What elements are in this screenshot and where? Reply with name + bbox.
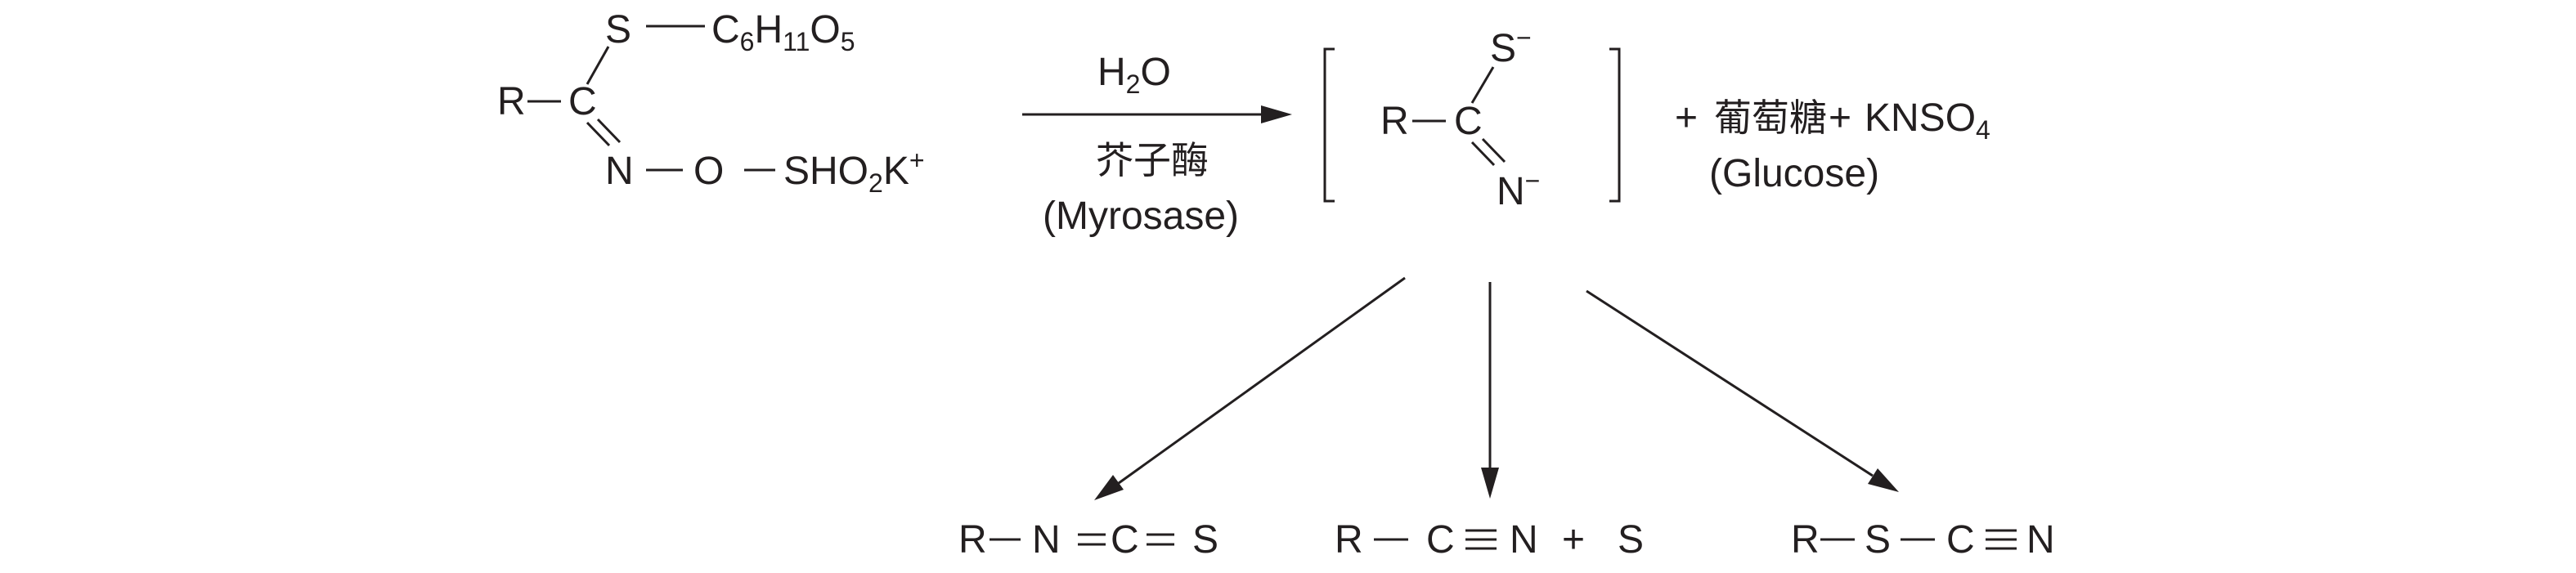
reactant-sugar-formula: C6H11O5 <box>711 8 855 56</box>
intermediate-c-n-double-bond-a <box>1470 141 1496 167</box>
thiocyanate-r: R <box>1791 518 1820 562</box>
reactant-o-label: O <box>693 150 724 193</box>
byproduct-plus-2: + <box>1829 96 1851 140</box>
thiocyanate-c: C <box>1946 518 1975 562</box>
isothiocyanate-r: R <box>958 518 987 562</box>
nitrile-c: C <box>1426 518 1455 562</box>
branch-arrow-middle-head <box>1481 468 1499 499</box>
thiocyanate-s: S <box>1865 518 1891 562</box>
intermediate-n-label: N− <box>1497 166 1540 213</box>
branch-arrow-left-shaft <box>1118 276 1406 485</box>
reactant-sulfate-formula: SHO2K+ <box>783 145 925 198</box>
intermediate-c-label: C <box>1454 100 1483 143</box>
branch-arrows <box>1094 276 1899 500</box>
right-bracket <box>1609 47 1621 203</box>
nitrile-plus: + <box>1562 518 1585 562</box>
reactant-c-s-bond <box>586 46 610 85</box>
glucose-english-name: (Glucose) <box>1709 152 1879 195</box>
nitrile-n: N <box>1510 518 1538 562</box>
nitrile-sulfur: S <box>1618 518 1644 562</box>
intermediate-r-label: R <box>1380 100 1409 143</box>
nitrile-r: R <box>1335 518 1363 562</box>
reactant-r-label: R <box>497 80 526 123</box>
product-nitrile: R C N + S <box>1335 518 1644 562</box>
branch-arrow-right-shaft <box>1586 289 1874 477</box>
product-thiocyanate: R S C N <box>1791 518 2055 562</box>
left-bracket <box>1323 47 1335 203</box>
isothiocyanate-c: C <box>1111 518 1139 562</box>
byproducts: + 葡萄糖 + KNSO4 (Glucose) <box>1675 96 1990 195</box>
reactant-n-label: N <box>605 150 634 193</box>
intermediate-c-n-double-bond-b <box>1481 137 1506 163</box>
branch-arrow-right-head <box>1868 468 1899 492</box>
enzyme-english-name: (Myrosase) <box>1043 195 1239 238</box>
reactant-c-n-double-bond-a <box>586 121 611 147</box>
intermediate-c-s-bond <box>1470 66 1495 104</box>
reaction-arrow-group: H2O 芥子酶 (Myrosase) <box>1022 51 1292 238</box>
potassium-bisulfate-formula: KNSO4 <box>1865 96 1990 145</box>
reagent-water: H2O <box>1097 51 1171 99</box>
glucose-chinese-name: 葡萄糖 <box>1714 96 1827 140</box>
intermediate-thiohydroximate: R C S− N− <box>1323 23 1621 213</box>
branch-arrow-left-head <box>1094 475 1124 500</box>
reactant-s-label: S <box>605 8 631 51</box>
isothiocyanate-n: N <box>1032 518 1061 562</box>
enzyme-chinese-name: 芥子酶 <box>1096 138 1209 182</box>
product-isothiocyanate: R N C S <box>958 518 1218 562</box>
isothiocyanate-s: S <box>1192 518 1218 562</box>
thiocyanate-n: N <box>2026 518 2055 562</box>
intermediate-s-label: S− <box>1490 23 1532 70</box>
reactant-c-n-double-bond-b <box>596 118 622 144</box>
reactant-glucosinolate: R C S C6H11O5 N O SHO2K+ <box>497 8 925 198</box>
reaction-arrow-head <box>1261 105 1292 123</box>
reactant-c-label: C <box>568 80 597 123</box>
byproduct-plus-1: + <box>1675 96 1698 140</box>
